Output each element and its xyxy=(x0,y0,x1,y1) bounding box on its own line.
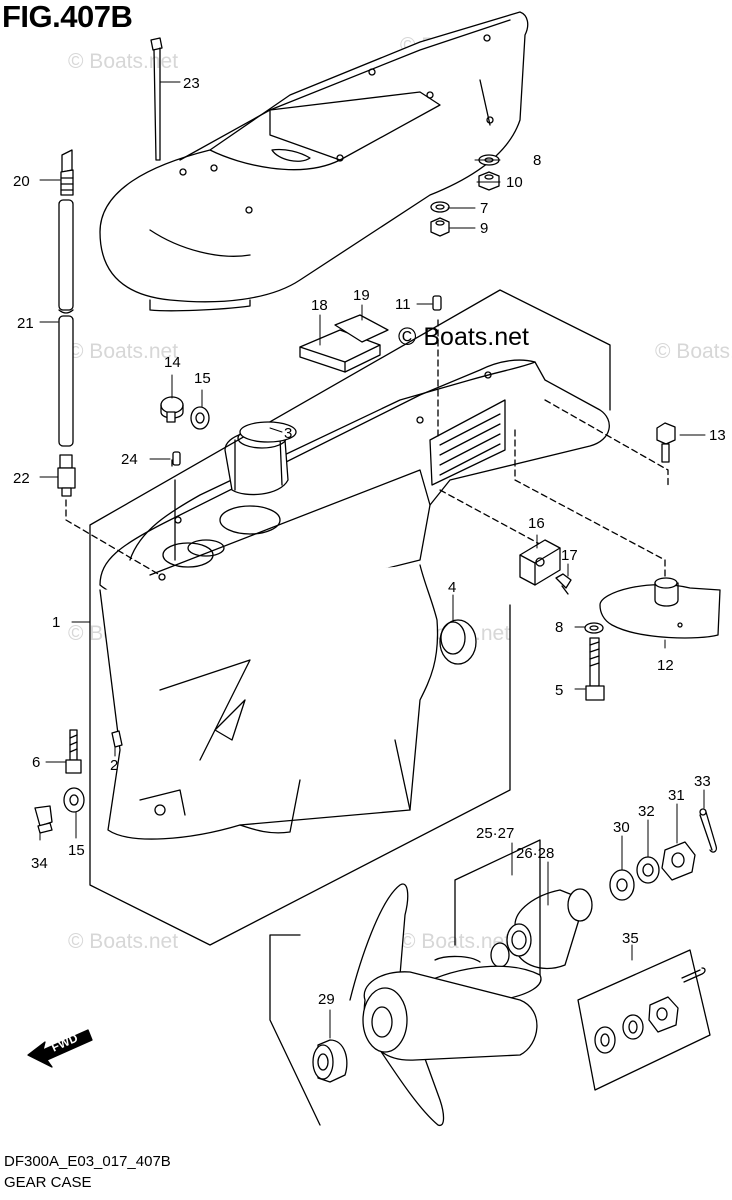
callout-16: 16 xyxy=(528,515,545,532)
callout-15: 15 xyxy=(194,370,211,387)
callout-33: 33 xyxy=(694,773,711,790)
part-3-bearing xyxy=(239,421,297,443)
part-16-anode xyxy=(519,539,561,586)
watermark-faint: © Boats.net xyxy=(68,340,178,363)
callout-3: 3 xyxy=(284,425,292,442)
callout-9: 9 xyxy=(480,220,488,237)
part-31-nut xyxy=(661,841,696,881)
callout-19: 19 xyxy=(353,287,370,304)
callout-34: 34 xyxy=(31,855,48,872)
callout-20: 20 xyxy=(13,173,30,190)
part-23-tie xyxy=(150,37,163,161)
part-25-27-spacer xyxy=(490,942,510,968)
callout-6: 6 xyxy=(32,754,40,771)
callout-23: 23 xyxy=(183,75,200,92)
part-10-nut xyxy=(478,171,500,191)
model-code: DF300A_E03_017_407B xyxy=(4,1153,171,1170)
part-29-spacer xyxy=(312,1039,348,1083)
part-15-gasket xyxy=(190,406,210,430)
propeller-bracket xyxy=(269,839,541,1126)
part-21-tube xyxy=(58,199,74,447)
part-2-pin xyxy=(111,730,123,748)
callout-14: 14 xyxy=(164,354,181,371)
callout-5: 5 xyxy=(555,682,563,699)
callout-24: 24 xyxy=(121,451,138,468)
part-8-lower-washer xyxy=(584,622,604,634)
part-24-pin xyxy=(172,451,181,466)
fwd-arrow xyxy=(27,1029,93,1068)
part-18-19-bracket xyxy=(299,314,389,373)
cover-plate xyxy=(99,11,529,312)
part-20-grommet xyxy=(60,149,74,196)
part-11-pin xyxy=(432,295,442,311)
callout-29: 29 xyxy=(318,991,335,1008)
callout-30: 30 xyxy=(613,819,630,836)
callout-17: 17 xyxy=(561,547,578,564)
part-5-bolt xyxy=(585,637,605,701)
leader-lines xyxy=(39,81,706,1039)
part-26-28-bushing xyxy=(506,888,593,970)
part-15-lower-gasket xyxy=(63,787,85,813)
propeller xyxy=(349,883,542,1127)
callout-2: 2 xyxy=(110,757,118,774)
part-35-kit xyxy=(577,949,711,1091)
callout-21: 21 xyxy=(17,315,34,332)
watermark-main: © Boats.net xyxy=(398,323,529,351)
callout-22: 22 xyxy=(13,470,30,487)
callout-7: 7 xyxy=(480,200,488,217)
part-32-washer xyxy=(636,856,660,884)
part-33-cotter-pin xyxy=(699,808,718,853)
callout-26-28: 26·28 xyxy=(516,845,554,862)
callout-12: 12 xyxy=(657,657,674,674)
callout-13: 13 xyxy=(709,427,726,444)
part-22-seal xyxy=(57,454,76,497)
part-6-bolt xyxy=(65,729,82,774)
part-14-plug xyxy=(160,396,184,423)
part-13-bolt xyxy=(656,422,676,463)
watermark-faint: © Boats.net xyxy=(655,340,732,363)
part-34-plug xyxy=(34,805,53,834)
callout-8: 8 xyxy=(555,619,563,636)
callout-8: 8 xyxy=(533,152,541,169)
callout-11: 11 xyxy=(395,296,411,313)
callout-10: 10 xyxy=(506,174,523,191)
figure-caption: GEAR CASE xyxy=(4,1174,92,1191)
gear-case-housing xyxy=(99,359,610,840)
callout-32: 32 xyxy=(638,803,655,820)
callout-15: 15 xyxy=(68,842,85,859)
callout-35: 35 xyxy=(622,930,639,947)
callout-25-27: 25·27 xyxy=(476,825,514,842)
callout-4: 4 xyxy=(448,579,456,596)
part-7-washer xyxy=(430,201,450,213)
figure-title: FIG.407B xyxy=(2,0,133,34)
part-9-nut xyxy=(430,217,450,237)
part-12-plate xyxy=(599,577,721,639)
callout-31: 31 xyxy=(668,787,685,804)
part-30-washer xyxy=(609,869,635,901)
part-17-bolt xyxy=(555,573,572,595)
callout-1: 1 xyxy=(52,614,60,631)
callout-labels: 1 2 3 4 5 6 7 8 8 9 10 11 12 13 14 15 15… xyxy=(13,75,726,1008)
watermark-faint: © Boats.net xyxy=(68,930,178,953)
callout-18: 18 xyxy=(311,297,328,314)
assembly-frame xyxy=(89,289,611,946)
part-4-seal xyxy=(439,619,477,665)
watermark-faint: © Boats.net xyxy=(68,50,178,73)
